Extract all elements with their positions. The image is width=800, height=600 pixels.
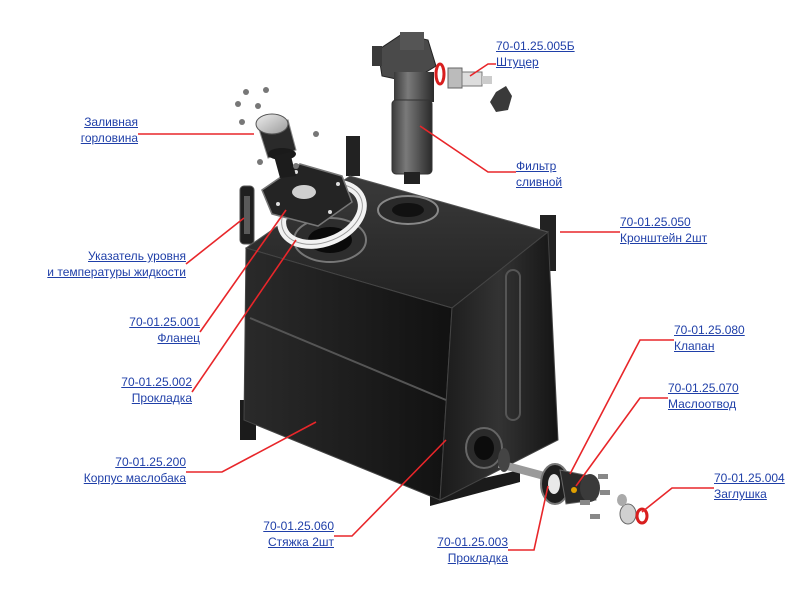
tie-strap-front xyxy=(249,317,447,401)
label-plug-code: 70-01.25.004 xyxy=(714,471,785,485)
label-filler-neck[interactable]: Заливная горловина xyxy=(70,114,138,146)
label-flange-name: Фланец xyxy=(157,331,200,345)
label-plug-name: Заглушка xyxy=(714,487,767,501)
label-gasket-bottom-code: 70-01.25.003 xyxy=(437,535,508,549)
leader-gasket-top xyxy=(191,239,297,393)
label-level-gauge-line1: Указатель уровня xyxy=(88,249,186,263)
label-oil-outlet-name: Маслоотвод xyxy=(668,397,737,411)
label-oil-outlet[interactable]: 70-01.25.070 Маслоотвод xyxy=(668,380,739,412)
leader-filter xyxy=(419,125,516,173)
label-flange[interactable]: 70-01.25.001 Фланец xyxy=(100,314,200,346)
label-oil-outlet-code: 70-01.25.070 xyxy=(668,381,739,395)
return-filter xyxy=(372,32,446,184)
bracket-back xyxy=(346,136,360,176)
side-port-hole xyxy=(474,436,494,460)
label-gasket-top-name: Прокладка xyxy=(131,391,192,405)
label-valve[interactable]: 70-01.25.080 Клапан xyxy=(674,322,745,354)
label-filter-line1: Фильтр xyxy=(516,159,557,173)
label-tank-body-name: Корпус маслобака xyxy=(83,471,186,485)
filler-screws xyxy=(235,87,319,169)
label-tank-body[interactable]: 70-01.25.200 Корпус маслобака xyxy=(66,454,186,486)
label-tie-name: Стяжка 2шт xyxy=(267,535,334,549)
level-gauge xyxy=(239,185,255,245)
label-bracket[interactable]: 70-01.25.050 Кронштейн 2шт xyxy=(620,214,707,246)
label-valve-code: 70-01.25.080 xyxy=(674,323,745,337)
label-filter-line2: сливной xyxy=(516,175,563,189)
label-fitting-code: 70-01.25.005Б xyxy=(496,39,575,53)
label-filter[interactable]: Фильтр сливной xyxy=(516,158,562,190)
valve-bolts xyxy=(580,474,610,519)
label-plug[interactable]: 70-01.25.004 Заглушка xyxy=(714,470,785,502)
label-filler-neck-line2: горловина xyxy=(80,131,138,145)
leader-flange xyxy=(199,209,287,333)
label-gasket-top[interactable]: 70-01.25.002 Прокладка xyxy=(96,374,192,406)
label-tank-body-code: 70-01.25.200 xyxy=(115,455,186,469)
label-bracket-code: 70-01.25.050 xyxy=(620,215,691,229)
tank-foot-right xyxy=(430,470,520,506)
leader-gasket-bottom xyxy=(508,485,549,551)
plug-part xyxy=(617,494,649,525)
label-bracket-name: Кронштейн 2шт xyxy=(620,231,708,245)
leader-plug xyxy=(641,487,714,513)
label-gasket-bottom[interactable]: 70-01.25.003 Прокладка xyxy=(420,534,508,566)
leader-level-gauge xyxy=(185,217,245,265)
label-tie-code: 70-01.25.060 xyxy=(263,519,334,533)
leader-lines xyxy=(138,63,714,551)
label-fitting-name: Штуцер xyxy=(496,55,539,69)
fitting-part xyxy=(447,67,512,112)
leader-fitting xyxy=(469,63,496,77)
label-gasket-top-code: 70-01.25.002 xyxy=(121,375,192,389)
label-level-gauge-line2: и температуры жидкости xyxy=(47,265,186,279)
tank-side-face xyxy=(439,231,559,501)
label-fitting[interactable]: 70-01.25.005Б Штуцер xyxy=(496,38,575,70)
leader-valve xyxy=(569,339,674,475)
leader-oil-outlet xyxy=(575,397,668,487)
leader-tank-body xyxy=(186,421,317,473)
label-gasket-bottom-name: Прокладка xyxy=(447,551,508,565)
side-slot xyxy=(505,269,521,421)
filler-neck xyxy=(255,113,297,178)
filter-seat-hole xyxy=(392,203,424,217)
valve-assembly xyxy=(497,448,600,505)
label-tie[interactable]: 70-01.25.060 Стяжка 2шт xyxy=(240,518,334,550)
label-level-gauge[interactable]: Указатель уровня и температуры жидкости xyxy=(14,248,186,280)
label-valve-name: Клапан xyxy=(674,339,715,353)
filter-oring xyxy=(434,62,446,86)
leader-tie xyxy=(334,439,447,537)
label-filler-neck-line1: Заливная xyxy=(84,115,138,129)
label-flange-code: 70-01.25.001 xyxy=(129,315,200,329)
flange-plate xyxy=(261,163,353,227)
